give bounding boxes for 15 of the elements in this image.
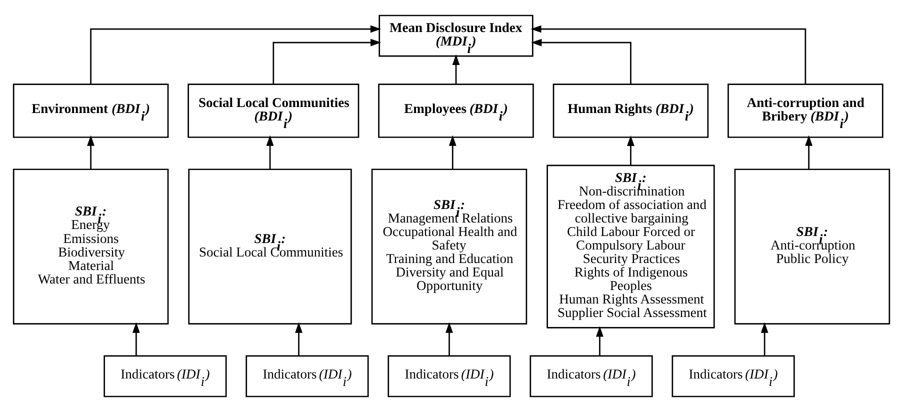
arrow — [295, 322, 302, 356]
arrow — [448, 134, 456, 169]
arrow — [266, 134, 274, 169]
arrow — [272, 38, 382, 84]
arrow — [627, 134, 634, 165]
arrow — [90, 24, 382, 84]
arrow — [452, 54, 460, 84]
arrow — [760, 322, 768, 356]
arrow — [596, 326, 604, 356]
arrow — [805, 134, 813, 169]
arrow — [87, 134, 95, 169]
arrow — [530, 24, 806, 84]
arrow — [531, 38, 632, 84]
arrow — [132, 322, 140, 356]
arrow — [446, 322, 453, 356]
